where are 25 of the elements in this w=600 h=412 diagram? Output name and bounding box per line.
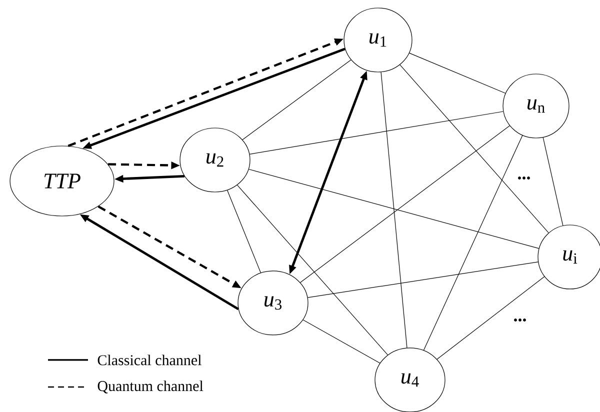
connector-line [409,52,506,94]
user-node: u$_{1}$ [344,8,412,72]
connector-line [300,125,510,283]
connector-line [248,168,540,249]
user-node: TTP [10,146,114,216]
connector-line [436,276,545,360]
legend-label: Classical channel [98,354,202,366]
connector-line [423,135,523,351]
connector-line [380,72,408,348]
connector-line [249,111,504,154]
connector-line [542,137,564,226]
user-node: u$_{n}$ [502,74,570,138]
connector-line [302,320,380,364]
user-node: u$_{i}$ [538,224,600,290]
connector-line [242,60,352,140]
ellipsis-label: ... [518,176,530,180]
ellipsis-label: ... [514,318,526,322]
legend-label: Quantum channel [98,380,204,394]
connector-line [236,184,388,356]
user-node: u$_{3}$ [238,270,308,336]
user-node: u$_{2}$ [180,128,250,192]
connector-line [226,190,262,273]
connector-line [400,64,549,234]
connector-line [308,262,538,298]
user-node: u$_{4}$ [374,348,446,412]
